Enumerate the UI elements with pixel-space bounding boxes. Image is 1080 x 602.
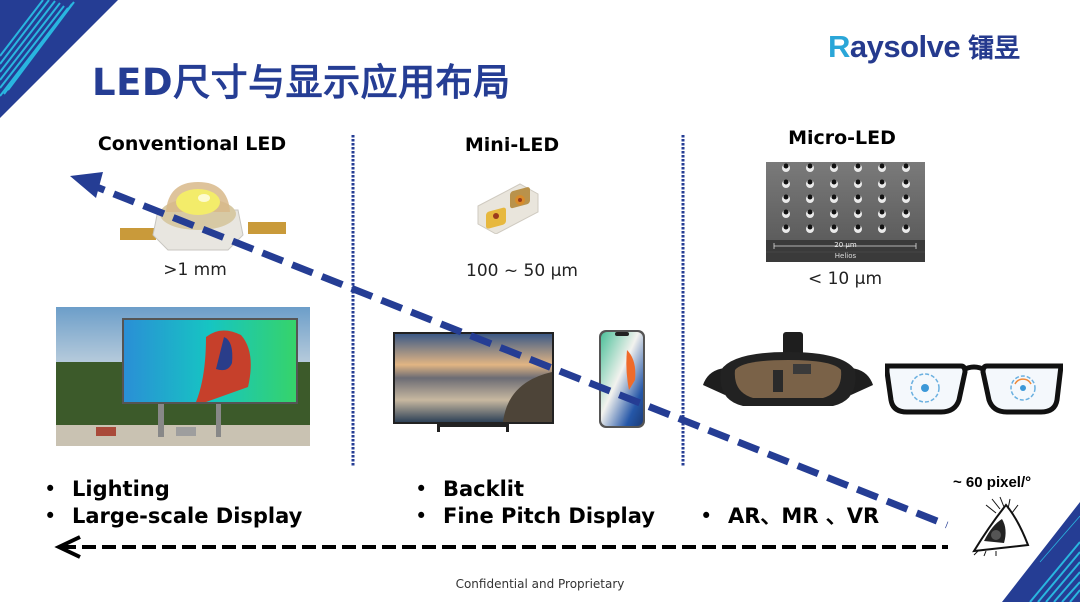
column-divider-2 (681, 135, 685, 467)
application-item: Fine Pitch Display (415, 503, 655, 530)
high-power-led-chip-image (120, 182, 286, 251)
smartphone-image (599, 330, 645, 428)
micro-led-sem-image: 20 µm Helios (766, 162, 925, 262)
application-item: AR、MR 、VR (700, 503, 879, 530)
applications-micro-led: AR、MR 、VR (700, 503, 879, 530)
footer-confidential: Confidential and Proprietary (455, 577, 625, 591)
application-item: Backlit (415, 476, 655, 503)
heading-mini-led: Mini-LED (464, 134, 560, 156)
application-item: Lighting (44, 476, 302, 503)
logo-initial: R (828, 28, 850, 64)
size-label-mini-led: 100 ~ 50 µm (466, 261, 578, 281)
page-title: LED尺寸与显示应用布局 (92, 61, 511, 104)
logo-chinese-text: 镭昱 (968, 34, 1021, 64)
sem-caption: Helios (834, 252, 857, 260)
logo-brand-text: aysolve (849, 28, 961, 64)
size-label-micro-led: < 10 µm (807, 269, 883, 289)
top-left-corner-decoration (0, 0, 118, 118)
mini-led-package-image (477, 183, 539, 234)
applications-conventional-led: Lighting Large-scale Display (44, 476, 302, 530)
column-divider-1 (351, 135, 355, 467)
eye-icon (972, 496, 1030, 557)
outdoor-led-billboard-image (56, 307, 310, 446)
applications-mini-led: Backlit Fine Pitch Display (415, 476, 655, 530)
sem-scale-label: 20 µm (834, 241, 857, 249)
vr-headset-image (703, 330, 873, 410)
raysolve-logo: Raysolve 镭昱 (828, 28, 1020, 65)
bottom-right-corner-decoration (1002, 502, 1080, 602)
eye-resolution-label: ~ 60 pixel/° (953, 474, 1032, 491)
heading-micro-led: Micro-LED (788, 127, 896, 149)
led-backlit-tv-image (393, 332, 554, 432)
application-item: Large-scale Display (44, 503, 302, 530)
ar-glasses-image (885, 360, 1063, 415)
heading-conventional-led: Conventional LED (97, 133, 287, 155)
size-label-conventional: >1 mm (163, 260, 227, 280)
